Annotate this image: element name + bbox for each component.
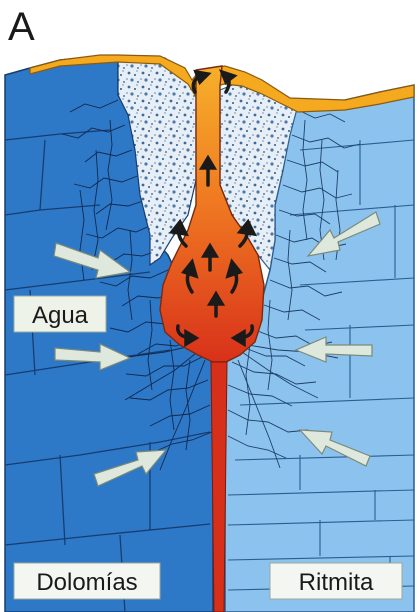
feeder-dike bbox=[211, 362, 227, 612]
panel-letter: A bbox=[8, 5, 35, 49]
water-label: Agua bbox=[32, 302, 89, 329]
dolomite-label: Dolomías bbox=[36, 569, 137, 596]
rhythmite-label: Ritmita bbox=[299, 569, 374, 596]
